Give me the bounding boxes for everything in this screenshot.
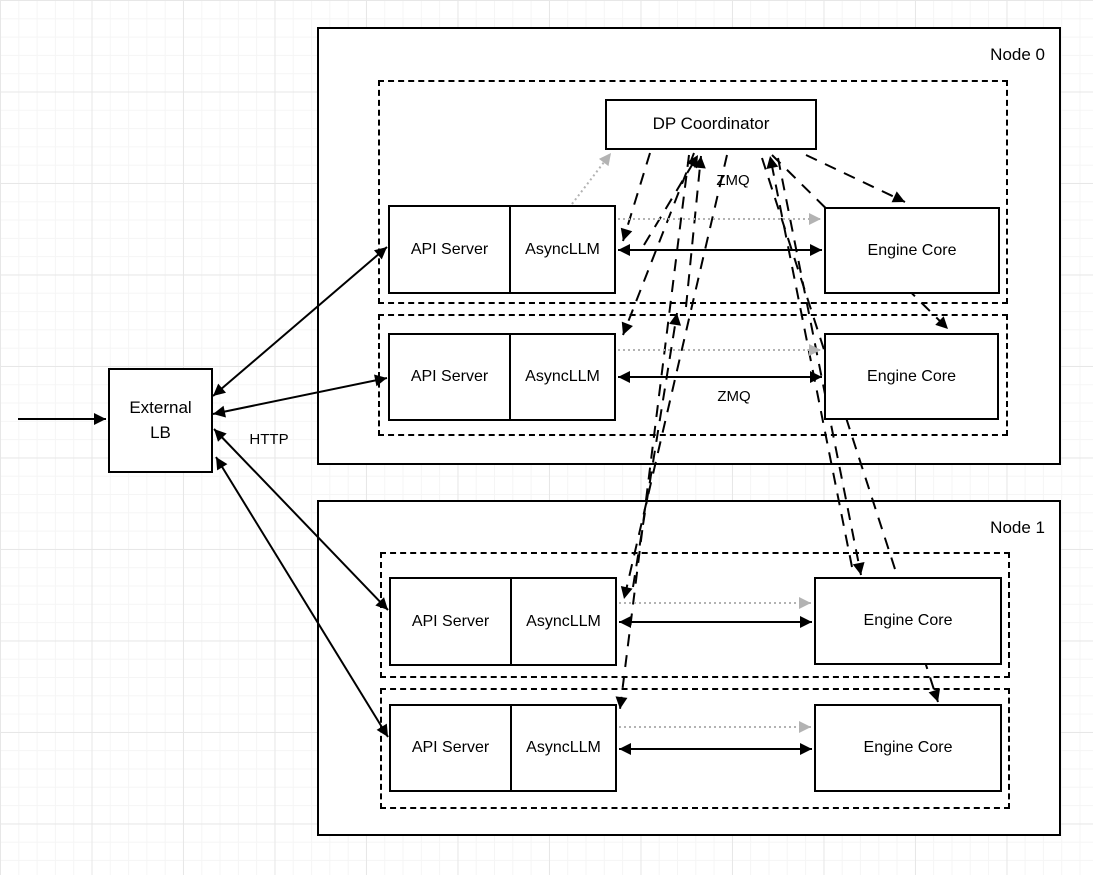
api-asyncllm-box-n0r0: API Server AsyncLLM <box>388 205 616 294</box>
zmq-engine-edge-label: ZMQ <box>717 388 751 405</box>
api-asyncllm-box-n1r1: API Server AsyncLLM <box>389 704 617 792</box>
external-lb-box: External LB <box>108 368 213 473</box>
zmq-coordinator-edge-label: ZMQ <box>716 172 750 189</box>
asyncllm-label: AsyncLLM <box>525 368 600 386</box>
node1-label: Node 1 <box>990 518 1045 537</box>
api-asyncllm-box-n0r1: API Server AsyncLLM <box>388 333 616 421</box>
external-lb-label-line2: LB <box>150 422 171 442</box>
api-server-label: API Server <box>391 706 512 790</box>
engine-core-box-n1r0: Engine Core <box>814 577 1002 665</box>
engine-core-label: Engine Core <box>867 367 956 385</box>
api-server-label: API Server <box>390 335 511 419</box>
asyncllm-label: AsyncLLM <box>525 240 600 258</box>
api-server-label: API Server <box>391 579 512 664</box>
engine-core-box-n0r1: Engine Core <box>824 333 999 420</box>
asyncllm-label: AsyncLLM <box>526 612 601 630</box>
external-lb-label-line1: External <box>129 397 192 417</box>
dp-coordinator-box: DP Coordinator <box>605 99 817 150</box>
api-server-label: API Server <box>390 207 511 292</box>
engine-core-box-n1r1: Engine Core <box>814 704 1002 792</box>
api-asyncllm-box-n1r0: API Server AsyncLLM <box>389 577 617 666</box>
engine-core-label: Engine Core <box>863 612 953 630</box>
http-edge-label: HTTP <box>249 431 289 448</box>
engine-core-label: Engine Core <box>867 241 957 259</box>
engine-core-box-n0r0: Engine Core <box>824 207 1000 294</box>
node1-replica1-group <box>380 688 1010 809</box>
node0-label: Node 0 <box>990 45 1045 64</box>
asyncllm-label: AsyncLLM <box>526 739 601 757</box>
engine-core-label: Engine Core <box>863 739 953 757</box>
dp-coordinator-label: DP Coordinator <box>652 114 770 134</box>
